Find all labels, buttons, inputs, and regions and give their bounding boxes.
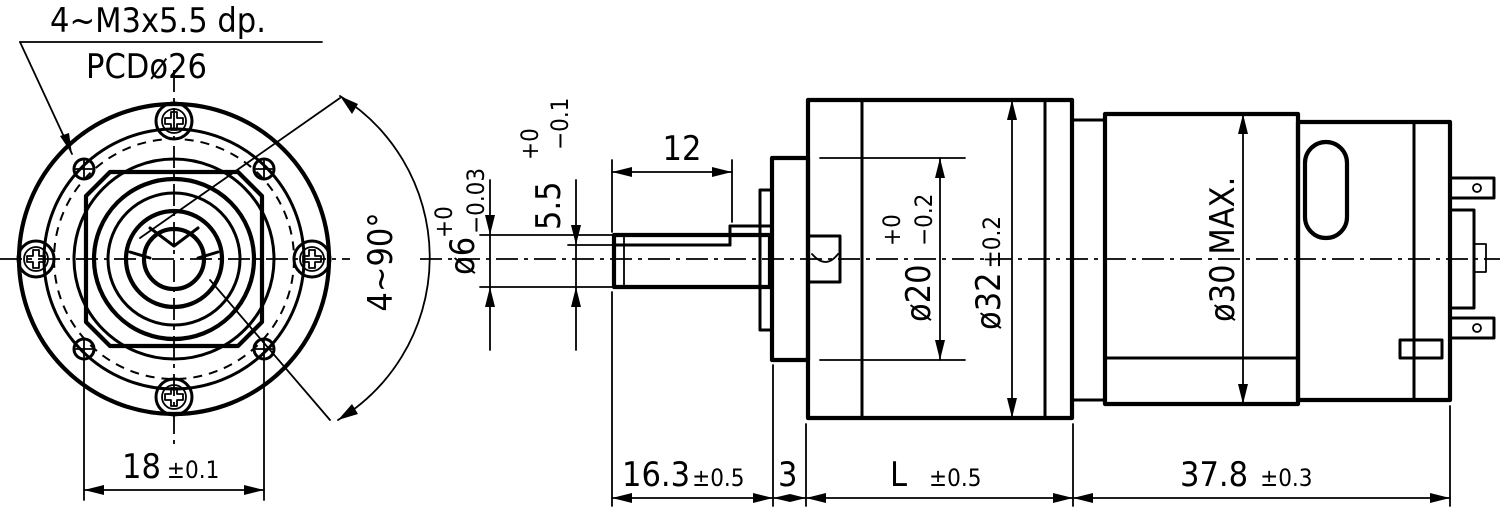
body-arrow-top xyxy=(1007,100,1017,120)
mount-hole-br xyxy=(252,337,276,361)
len12-arrow-right xyxy=(712,167,732,177)
pilot-tol-lower: −0.2 xyxy=(910,194,938,246)
flat-tol-upper: +0 xyxy=(516,128,544,160)
shaft-length-dim: 12 xyxy=(663,129,702,169)
body-diameter-value: ø32 xyxy=(969,272,1009,330)
body-diameter-tol: ±0.2 xyxy=(978,216,1006,268)
terminal-top-hole xyxy=(1472,183,1482,193)
bd-arrow-4 xyxy=(790,494,806,502)
body-arrow-bottom xyxy=(1007,398,1017,418)
motor-arrow-bottom xyxy=(1238,384,1248,404)
flat-tol-lower: −0.1 xyxy=(546,98,574,150)
bd-arrow-5 xyxy=(806,493,826,503)
motor-len-tol: ±0.3 xyxy=(1260,464,1312,492)
shaft-diameter-prefix: ø6 xyxy=(443,237,483,275)
motor-endcap xyxy=(1295,119,1453,403)
endcap-notch xyxy=(1398,338,1444,360)
front-bearing-circle xyxy=(106,191,242,327)
motor-neck xyxy=(1070,118,1107,402)
body-diameter-text: ø32 ±0.2 xyxy=(969,216,1009,330)
mount-hole-tr xyxy=(252,157,276,181)
bd-arrow-7 xyxy=(1073,493,1093,503)
e-clip-detail xyxy=(128,226,220,260)
bd-arrow-1 xyxy=(612,493,632,503)
width-arrow-right xyxy=(244,485,264,495)
terminal-bottom-hole xyxy=(1472,323,1482,333)
front-view: 4~M3x5.5 dp. PCDø26 4~90° 18±0.1 xyxy=(0,1,431,501)
bd-arrow-6 xyxy=(1053,493,1073,503)
angle-label: 4~90° xyxy=(361,212,401,311)
terminal-block xyxy=(1448,208,1476,310)
flat-arrow-bottom xyxy=(571,287,581,307)
holes-note-line1: 4~M3x5.5 dp. xyxy=(50,1,266,41)
front-square-boss xyxy=(83,169,265,349)
side-view: 12 ø6 +0 −0.03 5.5 +0 −0.1 ø20 +0 −0.2 ø… xyxy=(420,97,1500,507)
gearbox-body xyxy=(805,97,1075,421)
pilot-diameter-prefix: ø20 xyxy=(899,264,939,322)
dia6-arrow-bottom xyxy=(485,287,495,307)
shaft-outline xyxy=(611,232,773,290)
gear-len-tol: ±0.5 xyxy=(929,464,981,492)
angle-leader-line xyxy=(209,279,331,421)
set-screw-arc xyxy=(811,253,839,263)
front-boss-circle xyxy=(91,176,257,342)
shaft-circle xyxy=(141,226,207,292)
screw-left xyxy=(16,239,56,279)
holes-note-line2: PCDø26 xyxy=(86,47,207,87)
width-dim-value: 18 xyxy=(122,447,161,487)
shaft-diameter-tol-upper: +0 xyxy=(430,206,458,238)
motor-len-text: 37.8 ±0.3 xyxy=(1180,455,1313,495)
terminal-top xyxy=(1448,176,1496,200)
motor-len-value: 37.8 xyxy=(1180,455,1248,495)
pilot-arrow-bottom xyxy=(935,340,945,360)
motor-arrow-top xyxy=(1238,114,1248,134)
shaft-diameter-text: ø6 xyxy=(443,237,483,275)
terminal-nub xyxy=(1473,243,1487,273)
dia6-arrow-top xyxy=(485,215,495,235)
flat-arrow-top xyxy=(571,225,581,245)
e-clip-outer xyxy=(123,208,225,310)
output-shaft xyxy=(611,224,773,290)
flat-dim-value: 5.5 xyxy=(529,181,569,230)
shaft-len-tol: ±0.5 xyxy=(692,464,744,492)
boss-len-value: 3 xyxy=(778,455,797,495)
terminal-bottom xyxy=(1448,316,1496,340)
pilot-tol-upper: +0 xyxy=(878,214,906,246)
width-dim-text: 18±0.1 xyxy=(122,447,219,487)
front-hub-ring xyxy=(72,157,276,361)
gear-len-value: L xyxy=(890,455,907,495)
motor-diameter-label: ø30 MAX. xyxy=(1203,177,1243,322)
gear-len-text: L ±0.5 xyxy=(890,455,981,495)
shaft-len-text: 16.3±0.5 xyxy=(622,455,745,495)
set-screw-slot xyxy=(806,234,842,284)
mount-hole-tl xyxy=(72,157,96,181)
angle-arrow-top xyxy=(340,96,358,114)
motor-label-band xyxy=(1103,356,1300,406)
mount-hole-bl xyxy=(72,337,96,361)
angle-arrow-bottom xyxy=(338,404,358,420)
width-dim-tol: ±0.1 xyxy=(167,456,219,484)
shaft-len-value: 16.3 xyxy=(622,455,690,495)
front-inner-ring xyxy=(42,127,306,391)
width-arrow-left xyxy=(84,485,104,495)
screw-bottom xyxy=(154,377,194,417)
holes-leader-arrow xyxy=(60,133,72,154)
angle-leader-line-2 xyxy=(139,97,341,239)
bd-arrow-3 xyxy=(773,494,790,502)
bd-arrow-8 xyxy=(1430,493,1450,503)
shaft-diameter-tol-lower: −0.03 xyxy=(462,168,490,234)
brush-window xyxy=(1302,139,1350,241)
pilot-arrow-top xyxy=(935,158,945,178)
len12-arrow-left xyxy=(612,167,632,177)
bd-arrow-2 xyxy=(753,493,773,503)
